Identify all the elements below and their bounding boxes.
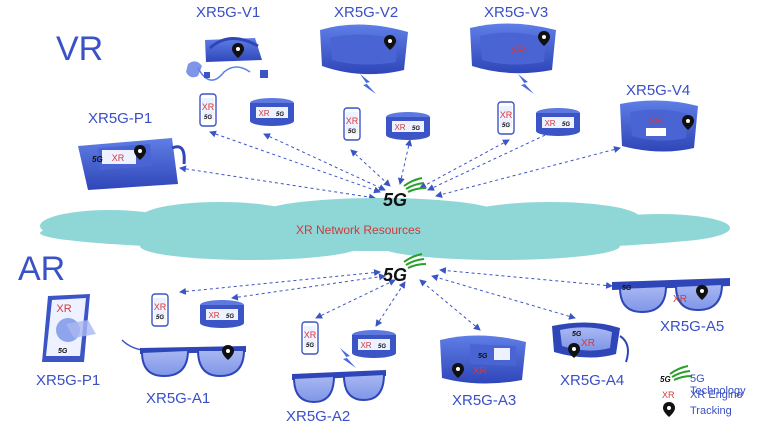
label-v4: XR5G-V4: [626, 82, 691, 99]
v1-phone: [199, 93, 217, 127]
legend-5g-icon: 5G: [660, 375, 671, 384]
v3-server: [536, 108, 580, 136]
device-v3-headset: XR: [470, 23, 556, 74]
legend-xr-icon: XR: [662, 390, 675, 400]
label-v3: XR5G-V3: [484, 4, 549, 21]
ar-section-title: AR: [18, 250, 66, 288]
svg-text:XR: XR: [473, 366, 487, 377]
label-a2: XR5G-A2: [286, 408, 351, 425]
device-a5-glasses: XR 5G: [612, 278, 730, 314]
device-v1-headset: [186, 37, 268, 81]
svg-text:XR: XR: [649, 116, 663, 127]
label-v1: XR5G-V1: [196, 4, 261, 21]
upper-5g-hub: 5G: [383, 177, 427, 210]
svg-text:XR: XR: [510, 45, 525, 57]
device-a2-glasses: [292, 348, 386, 404]
legend-xr-label: XR Engine: [690, 389, 743, 401]
label-p1-vr: XR5G-P1: [88, 110, 153, 127]
a1-phone: [151, 293, 169, 327]
device-p1-ar-tablet: XR 5G: [42, 294, 96, 362]
vr-section-title: VR: [56, 30, 104, 68]
a2-server: [352, 330, 396, 358]
label-a4: XR5G-A4: [560, 372, 625, 389]
upper-hub-label: 5G: [383, 190, 407, 210]
a2-phone: [301, 321, 319, 355]
network-cloud: [40, 198, 730, 260]
cloud-label: XR Network Resources: [296, 223, 421, 237]
svg-text:XR: XR: [56, 303, 71, 315]
v3-phone: [497, 101, 515, 135]
label-a5: XR5G-A5: [660, 318, 725, 335]
label-p1-ar: XR5G-P1: [36, 372, 101, 389]
device-a3-headset: 5G XR: [440, 335, 526, 384]
legend-5g-label: 5G Technology: [690, 373, 746, 397]
svg-text:5G: 5G: [58, 348, 68, 355]
vr-links: [179, 129, 621, 201]
svg-text:XR: XR: [112, 153, 125, 163]
a1-server: [200, 300, 244, 328]
svg-text:5G: 5G: [622, 285, 632, 292]
device-v2-headset: [320, 24, 408, 75]
label-a3: XR5G-A3: [452, 392, 517, 409]
label-a1: XR5G-A1: [146, 390, 211, 407]
lower-5g-hub: 5G: [383, 253, 427, 285]
device-v4-headset: XR: [620, 100, 698, 152]
svg-text:5G: 5G: [92, 155, 103, 164]
device-p1-vr-viewer: XR 5G: [78, 138, 186, 190]
legend-icons: 5G XR: [660, 365, 693, 417]
device-a4-headset: XR 5G: [552, 322, 629, 363]
v2-phone: [343, 107, 361, 141]
v1-server: [250, 98, 294, 126]
ar-links: [179, 267, 613, 331]
label-v2: XR5G-V2: [334, 4, 399, 21]
v2-server: [386, 112, 430, 140]
svg-text:XR: XR: [673, 294, 687, 305]
lower-hub-label: 5G: [383, 265, 407, 285]
svg-text:5G: 5G: [572, 331, 582, 338]
svg-text:XR: XR: [581, 338, 595, 349]
legend-tracking-label: Tracking: [690, 405, 732, 417]
svg-text:5G: 5G: [478, 353, 488, 360]
device-a1-glasses: [121, 339, 246, 378]
legend-pin-icon: [663, 402, 675, 417]
